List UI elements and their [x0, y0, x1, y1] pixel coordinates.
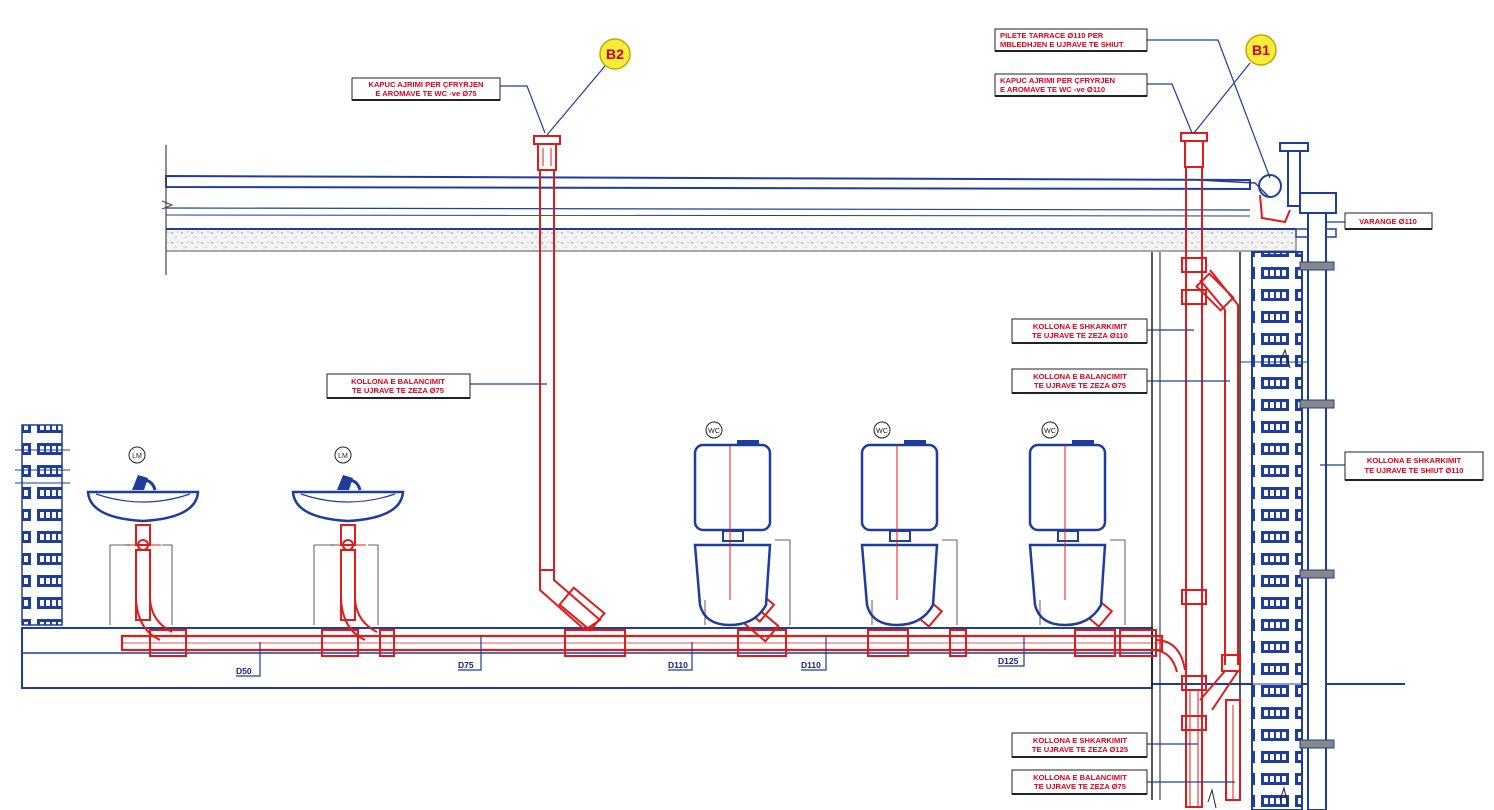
- toilet-2: [860, 440, 939, 627]
- toilet-1: [693, 440, 772, 627]
- wc-tag-3-label: WC: [1044, 428, 1056, 435]
- callout-vent-cap-b1-line2: E AROMAVE TE WC -ve Ø110: [1000, 85, 1105, 94]
- callout-vent-cap-b2: KAPUC AJRIMI PER ÇFRYRJEN E AROMAVE TE W…: [351, 77, 546, 134]
- lm-tag-1: LM: [128, 446, 146, 464]
- pipe-size-d75: D75: [458, 660, 474, 670]
- discharge-column-b1: [1180, 132, 1208, 808]
- lm-tag-2-label: LM: [338, 453, 348, 460]
- pipe-size-d125: D125: [998, 656, 1019, 666]
- wc-tag-1-label: WC: [708, 428, 720, 435]
- main-horizontal-drain: [120, 629, 1186, 673]
- callout-discharge-column-125: KOLLONA E SHKARKIMIT TE UJRAVE TE ZEZA Ø…: [1011, 732, 1198, 758]
- callout-gutter-line1: VARANGE Ø110: [1359, 217, 1417, 226]
- pipe-size-labels: D50 D75 D110 D110 D125: [236, 636, 1025, 677]
- wc-tag-3: WC: [1041, 421, 1059, 439]
- left-brick-wall: [15, 424, 70, 626]
- pipe-size-d50: D50: [236, 666, 252, 676]
- callout-gutter: VARANGE Ø110: [1326, 212, 1433, 230]
- roof-slab: [161, 145, 1297, 275]
- callout-vent-cap-b1-line1: KAPUC AJRIMI PER ÇFRYRJEN: [1000, 76, 1115, 85]
- callout-terrace-drain-line1: PILETE TARRACE Ø110 PER: [1000, 31, 1104, 40]
- height-dimensions: [109, 539, 1126, 625]
- lavatory-sink-1: [86, 475, 200, 523]
- callout-discharge-column-110: KOLLONA E SHKARKIMIT TE UJRAVE TE ZEZA Ø…: [1011, 318, 1194, 344]
- toilet-3: [1028, 440, 1107, 627]
- vent-column-b2: [533, 135, 606, 632]
- callout-rain-column-line1: KOLLONA E SHKARKIMIT: [1367, 456, 1462, 465]
- callout-discharge-column-125-line1: KOLLONA E SHKARKIMIT: [1033, 736, 1128, 745]
- lm-tag-2: LM: [334, 446, 352, 464]
- callout-rain-column-line2: TE UJRAVE TE SHIUT Ø110: [1364, 466, 1463, 475]
- pipe-size-d110-a: D110: [668, 660, 688, 670]
- callout-balancing-column-bottom: KOLLONA E BALANCIMIT TE UJRAVE TE ZEZA Ø…: [1011, 769, 1235, 795]
- break-marks: [1207, 348, 1291, 809]
- callout-discharge-column-110-line2: TE UJRAVE TE ZEZA Ø110: [1032, 331, 1128, 340]
- pipe-size-d110-b: D110: [801, 660, 821, 670]
- callout-balancing-column-left-line1: KOLLONA E BALANCIMIT: [351, 377, 445, 386]
- callout-balancing-column-bottom-line2: TE UJRAVE TE ZEZA Ø75: [1034, 782, 1127, 791]
- bubble-b1-label: B1: [1252, 42, 1270, 58]
- callout-balancing-column-left: KOLLONA E BALANCIMIT TE UJRAVE TE ZEZA Ø…: [326, 373, 547, 399]
- callout-balancing-column-75-line2: TE UJRAVE TE ZEZA Ø75: [1034, 381, 1127, 390]
- wc-tag-2-label: WC: [876, 428, 888, 435]
- wc-tag-2: WC: [873, 421, 891, 439]
- callout-discharge-column-110-line1: KOLLONA E SHKARKIMIT: [1033, 322, 1128, 331]
- bubble-b2: B2: [546, 38, 631, 136]
- callout-balancing-column-bottom-line1: KOLLONA E BALANCIMIT: [1033, 773, 1127, 782]
- callout-discharge-column-125-line2: TE UJRAVE TE ZEZA Ø125: [1032, 745, 1129, 754]
- callout-balancing-column-75: KOLLONA E BALANCIMIT TE UJRAVE TE ZEZA Ø…: [1011, 368, 1230, 394]
- callout-vent-cap-b2-line2: E AROMAVE TE WC -ve Ø75: [375, 89, 477, 98]
- lm-tag-1-label: LM: [132, 453, 142, 460]
- wc-tag-1: WC: [705, 421, 723, 439]
- callout-balancing-column-left-line2: TE UJRAVE TE ZEZA Ø75: [352, 386, 445, 395]
- lavatory-drain-2: [330, 524, 378, 641]
- balancing-column: [1195, 269, 1241, 801]
- callout-balancing-column-75-line1: KOLLONA E BALANCIMIT: [1033, 372, 1127, 381]
- bubble-b1: B1: [1193, 34, 1277, 134]
- callout-vent-cap-b1: KAPUC AJRIMI PER ÇFRYRJEN E AROMAVE TE W…: [994, 73, 1193, 134]
- rain-downpipe: [1197, 142, 1337, 810]
- bubble-b2-label: B2: [606, 46, 624, 62]
- callout-vent-cap-b2-line1: KAPUC AJRIMI PER ÇFRYRJEN: [368, 80, 483, 89]
- callout-terrace-drain-line2: MBLEDHJEN E UJRAVE TE SHIUT: [1000, 40, 1124, 49]
- callout-rain-column: KOLLONA E SHKARKIMIT TE UJRAVE TE SHIUT …: [1320, 451, 1484, 481]
- lavatory-drain-1: [125, 524, 173, 641]
- lavatory-sink-2: [291, 475, 405, 523]
- callout-terrace-drain: PILETE TARRACE Ø110 PER MBLEDHJEN E UJRA…: [994, 28, 1271, 179]
